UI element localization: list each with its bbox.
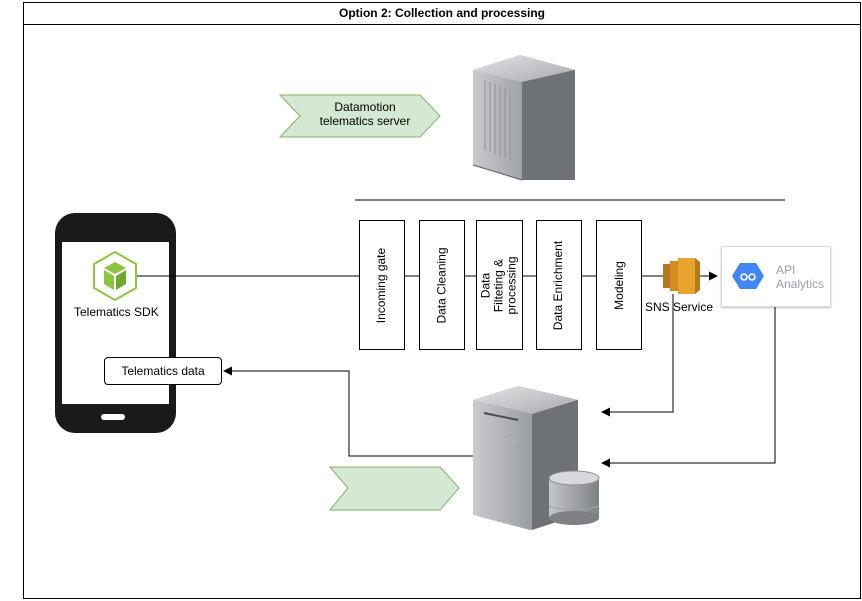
telematics-data-label: Telematics data — [121, 364, 205, 378]
server-banner-label: Datamotion telematics server — [319, 100, 411, 128]
smartphone-icon — [55, 213, 176, 433]
telematics-data-box: Telematics data — [104, 357, 222, 385]
database-banner-shape — [328, 466, 460, 511]
flow-line-db-to-telematics-data — [223, 366, 480, 457]
pipeline-step-data-filtering: Data Filteting & processing — [476, 220, 523, 350]
flow-line-api-to-db — [601, 298, 780, 468]
diagram-title: Option 2: Collection and processing — [23, 2, 861, 25]
api-analytics-label: API Analytics — [776, 263, 825, 291]
pipeline-step-incoming-gate: Incoming gate — [359, 220, 405, 350]
server-banner-shape — [278, 94, 441, 138]
sdk-cube-icon — [93, 250, 137, 302]
pipeline-step-label: Data Cleaning — [434, 246, 449, 324]
database-server-icon — [473, 386, 600, 530]
pipeline-step-label: Modeling — [611, 260, 626, 310]
server-tower-icon — [472, 55, 575, 181]
pipeline-step-label: Incoming gate — [374, 247, 389, 323]
sdk-label: Telematics SDK — [74, 305, 159, 319]
diagram-frame — [23, 2, 861, 599]
sns-service-icon — [663, 258, 700, 294]
pipeline-step-data-enrichment: Data Enrichment — [536, 220, 582, 350]
pipeline-step-data-cleaning: Data Cleaning — [419, 220, 465, 350]
sns-label: SNS Service — [645, 300, 714, 314]
pipeline-step-label: Data Filteting & processing — [479, 255, 519, 315]
pipeline-step-modeling: Modeling — [596, 220, 642, 350]
pipeline-step-label: Data Enrichment — [551, 240, 566, 330]
